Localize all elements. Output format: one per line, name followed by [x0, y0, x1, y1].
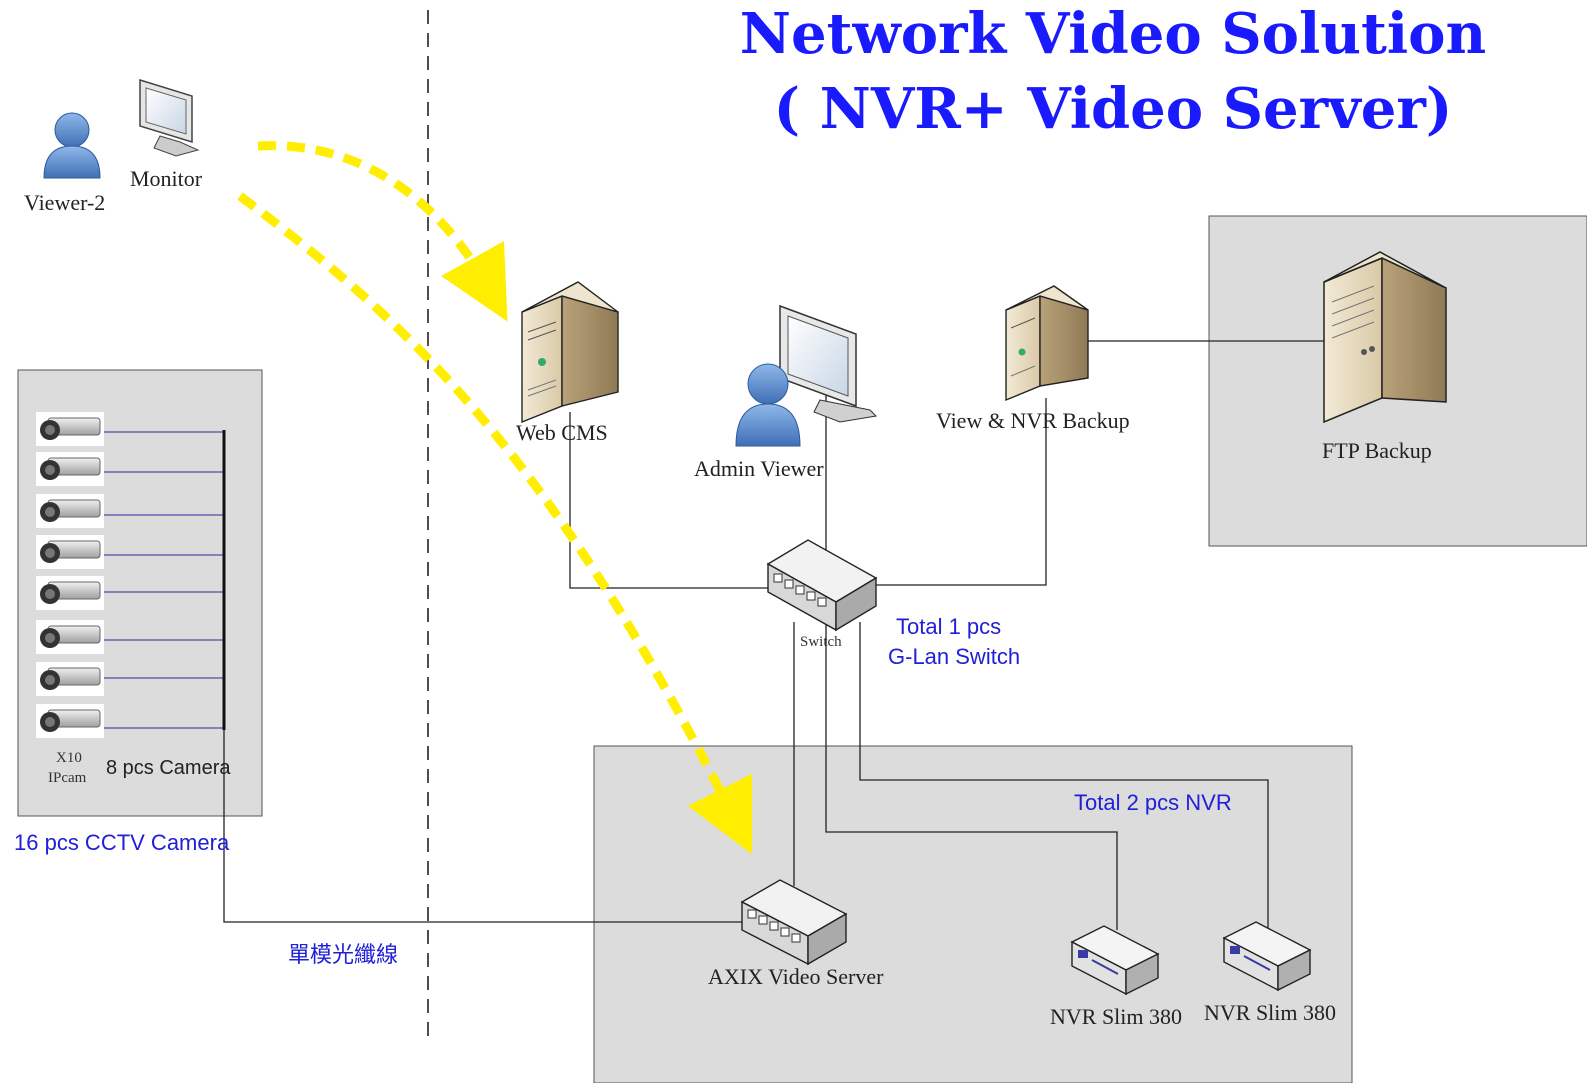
monitor-icon — [139, 78, 200, 157]
server-tower-icon — [521, 281, 619, 424]
nvr-device-icon — [1070, 925, 1160, 996]
label-view-nvr-backup: View & NVR Backup — [936, 408, 1130, 433]
monitor-icon — [779, 304, 878, 423]
nvr-total-label: Total 2 pcs NVR — [1074, 790, 1232, 815]
link-backup-switch — [875, 398, 1047, 586]
cctv-camera-icon — [36, 576, 104, 610]
user-icon — [735, 363, 801, 447]
label-web-cms: Web CMS — [516, 420, 608, 445]
cctv-camera-icon — [36, 535, 104, 569]
switch-total-line2: G-Lan Switch — [888, 644, 1020, 669]
server-tower-icon — [1323, 251, 1447, 424]
switch-total-line1: Total 1 pcs — [896, 614, 1001, 639]
cctv-camera-icon — [36, 412, 104, 446]
camera-ipcam-label: IPcam — [48, 770, 87, 786]
cctv-camera-icon — [36, 704, 104, 738]
cctv-camera-icon — [36, 452, 104, 486]
label-nvr-slim-2: NVR Slim 380 — [1204, 1000, 1336, 1025]
label-switch: Switch — [800, 634, 842, 650]
cctv-camera-icon — [36, 662, 104, 696]
network-switch-icon — [740, 879, 848, 966]
network-links — [223, 340, 1330, 930]
user-icon — [43, 112, 101, 179]
cctv-total-label: 16 pcs CCTV Camera — [14, 830, 230, 855]
label-nvr-slim-1: NVR Slim 380 — [1050, 1004, 1182, 1029]
server-tower-icon — [1005, 285, 1089, 402]
nvr-panel — [593, 745, 1353, 1083]
label-ftp-backup: FTP Backup — [1322, 438, 1432, 463]
label-axix-video-server: AXIX Video Server — [708, 964, 884, 989]
link-switch-nvr1 — [825, 622, 1118, 930]
label-viewer2: Viewer-2 — [24, 190, 105, 215]
yellow-arrow-to-videoserver — [237, 192, 753, 855]
label-admin-viewer: Admin Viewer — [694, 456, 824, 481]
label-monitor: Monitor — [130, 166, 203, 191]
cctv-camera-icon — [36, 620, 104, 654]
camera-count-label: 8 pcs Camera — [106, 757, 231, 779]
camera-links — [104, 431, 224, 729]
yellow-arrow-to-webcms — [257, 141, 508, 322]
cctv-camera-icon — [36, 494, 104, 528]
nvr-device-icon — [1222, 921, 1312, 992]
fiber-label: 單模光纖線 — [288, 942, 398, 967]
link-switch-nvr2 — [859, 622, 1269, 930]
cameras — [36, 412, 104, 738]
network-switch-icon — [766, 539, 878, 632]
title-line1: Network Video Solution — [740, 1, 1486, 67]
link-webcms-switch — [569, 412, 770, 589]
camera-x10-label: X10 — [56, 750, 82, 766]
title-line2: ( NVR+ Video Server) — [774, 76, 1453, 142]
link-fiber — [223, 710, 745, 923]
